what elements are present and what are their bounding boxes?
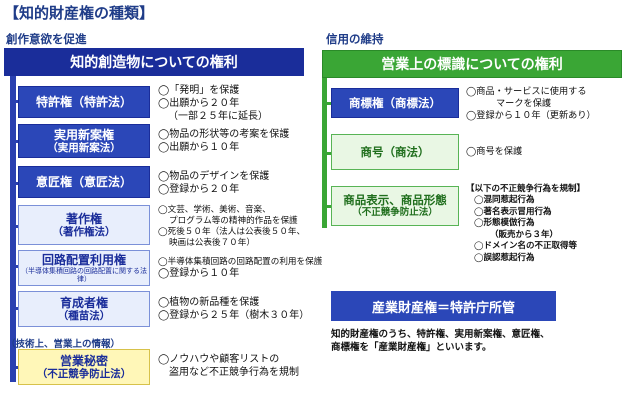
box-sublabel: （実用新案法） bbox=[47, 141, 121, 154]
left-connector-rail bbox=[10, 76, 16, 382]
box-sublabel: （著作権法） bbox=[52, 225, 116, 238]
connector-stub bbox=[10, 366, 20, 369]
circuit-layout-box: 回路配置利用権 （半導体集積回路の回路配置に関する法律） bbox=[18, 250, 150, 286]
utility-desc: ◯物品の形状等の考案を保護 ◯出願から１０年 bbox=[158, 129, 290, 153]
circuit-desc: ◯半導体集積回路の回路配置の利用を保護 ◯登録から１０年 bbox=[158, 257, 323, 279]
box-sublabel: （種苗法） bbox=[57, 309, 111, 322]
right-section-label: 信用の維持 bbox=[326, 32, 384, 46]
box-label: 商号（商法） bbox=[360, 144, 430, 159]
box-label: 回路配置利用権 bbox=[41, 252, 126, 267]
box-label: 営業秘密 bbox=[59, 353, 108, 368]
box-label: 商標権（商標法） bbox=[349, 95, 441, 110]
copyright-desc: ◯文芸、学術、美術、音楽、 プログラム等の精神的作品を保護 ◯死後５０年（法人は… bbox=[158, 205, 306, 248]
tech-info-note: （技術上、営業上の情報） bbox=[6, 339, 121, 350]
connector-stub bbox=[10, 307, 20, 310]
connector-stub bbox=[10, 100, 20, 103]
connector-stub bbox=[10, 265, 20, 268]
trade-secret-box: 営業秘密 （不正競争防止法） bbox=[18, 349, 150, 385]
left-section-label: 創作意欲を促進 bbox=[6, 32, 87, 46]
patent-right-box: 特許権（特許法） bbox=[18, 86, 150, 118]
industrial-property-box: 産業財産権＝特許庁所管 bbox=[331, 291, 556, 321]
connector-stub bbox=[322, 102, 332, 105]
box-label: 意匠権（意匠法） bbox=[35, 174, 132, 189]
trade-name-box: 商号（商法） bbox=[331, 134, 459, 170]
page-title: 【知的財産権の種類】 bbox=[4, 4, 155, 22]
design-right-box: 意匠権（意匠法） bbox=[18, 166, 150, 198]
connector-stub bbox=[10, 225, 20, 228]
box-label: 商品表示、商品形態 bbox=[343, 192, 447, 207]
connector-stub bbox=[322, 152, 332, 155]
breeder-desc: ◯植物の新品種を保護 ◯登録から２５年（樹木３０年） bbox=[158, 297, 310, 321]
breeder-right-box: 育成者権 （種苗法） bbox=[18, 291, 150, 327]
box-sublabel: （不正競争防止法） bbox=[352, 207, 438, 219]
box-sublabel: （不正競争防止法） bbox=[36, 367, 132, 380]
box-label: 著作権 bbox=[65, 211, 102, 226]
trade-name-desc: ◯商号を保護 bbox=[466, 146, 523, 157]
right-banner: 営業上の標識についての権利 bbox=[322, 50, 622, 78]
patent-desc: ◯「発明」を保護 ◯出願から２０年 （一部２５年に延長） bbox=[158, 85, 268, 122]
left-banner: 知的創造物についての権利 bbox=[4, 48, 304, 76]
unfair-competition-list: 【以下の不正競争行為を規制】 ◯混同惹起行為 ◯著名表示冒用行為 ◯形態模倣行為… bbox=[466, 184, 586, 263]
trademark-box: 商標権（商標法） bbox=[331, 88, 459, 118]
product-display-box: 商品表示、商品形態 （不正競争防止法） bbox=[331, 186, 459, 226]
box-label: 実用新案権 bbox=[53, 127, 114, 142]
box-label: 育成者権 bbox=[59, 295, 108, 310]
trade-secret-desc: ◯ノウハウや顧客リストの 盗用など不正競争行為を規制 bbox=[158, 354, 299, 378]
connector-stub bbox=[322, 205, 332, 208]
utility-model-box: 実用新案権 （実用新案法） bbox=[18, 124, 150, 158]
box-sublabel: （半導体集積回路の回路配置に関する法律） bbox=[21, 267, 147, 284]
design-desc: ◯物品のデザインを保護 ◯登録から２０年 bbox=[158, 171, 270, 195]
trademark-desc: ◯商品・サービスに使用する マークを保護 ◯登録から１０年（更新あり） bbox=[466, 86, 596, 121]
industrial-property-note: 知的財産権のうち、特許権、実用新案権、意匠権、 商標権を「産業財産権」といいます… bbox=[331, 329, 550, 353]
connector-stub bbox=[10, 182, 20, 185]
box-label: 特許権（特許法） bbox=[35, 94, 132, 109]
connector-stub bbox=[10, 140, 20, 143]
copyright-box: 著作権 （著作権法） bbox=[18, 205, 150, 245]
